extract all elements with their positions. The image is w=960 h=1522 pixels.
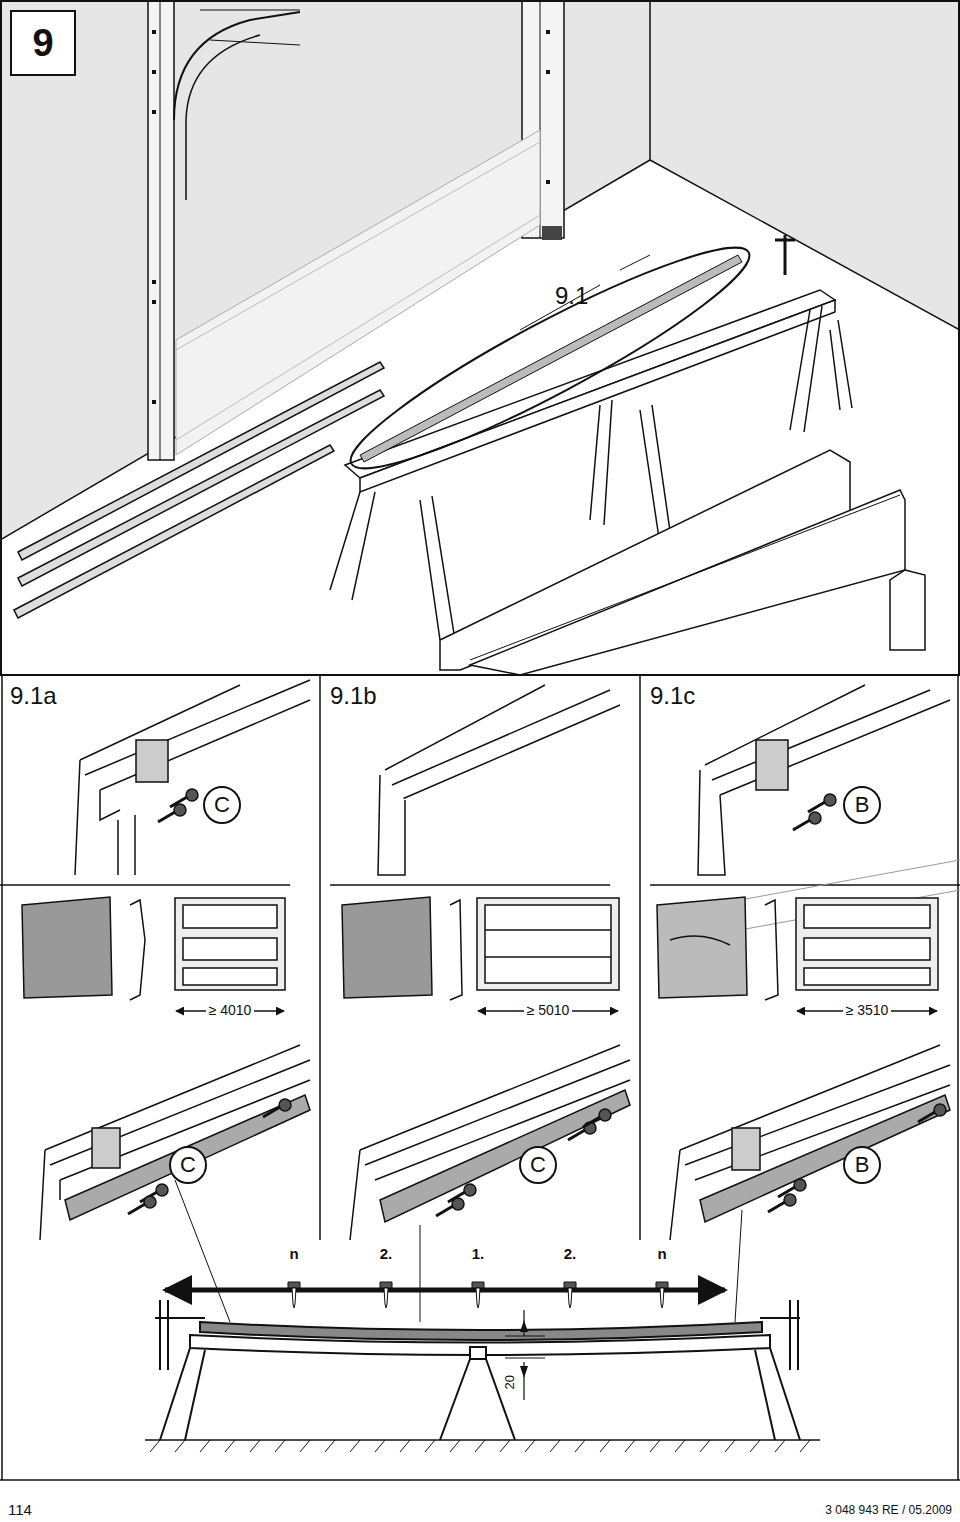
node-text: C: [214, 794, 230, 816]
node-text: C: [530, 1154, 546, 1176]
screw-type-circle: B: [843, 1146, 881, 1184]
figure-number: 9.1a: [10, 683, 57, 709]
screw-type-circle: B: [843, 786, 881, 824]
dimension: ≥ 3510: [843, 1003, 892, 1018]
order-number: n: [657, 1246, 666, 1263]
order-number: 2.: [564, 1246, 577, 1263]
node-text: B: [855, 1154, 870, 1176]
document-code: 3 048 943 RE / 05.2009: [825, 1504, 952, 1517]
dimension: ≥ 4010: [206, 1003, 255, 1018]
figure-number: 9.1: [555, 283, 588, 309]
screw-type-circle: C: [203, 786, 241, 824]
order-number: 1.: [472, 1246, 485, 1263]
page-number: 114: [8, 1502, 32, 1519]
node-text: B: [855, 794, 870, 816]
dimension: ≥ 5010: [524, 1003, 573, 1018]
order-number: 2.: [380, 1246, 393, 1263]
figure-number: 9.1c: [650, 683, 695, 709]
step-number-box: 9: [10, 10, 76, 76]
order-number: n: [289, 1246, 298, 1263]
node-text: 9: [32, 24, 53, 62]
screw-type-circle: C: [519, 1146, 557, 1184]
screw-type-circle: C: [169, 1146, 207, 1184]
figure-number: 9.1b: [330, 683, 377, 709]
node-text: C: [180, 1154, 196, 1176]
dimension: 20: [503, 1372, 517, 1392]
